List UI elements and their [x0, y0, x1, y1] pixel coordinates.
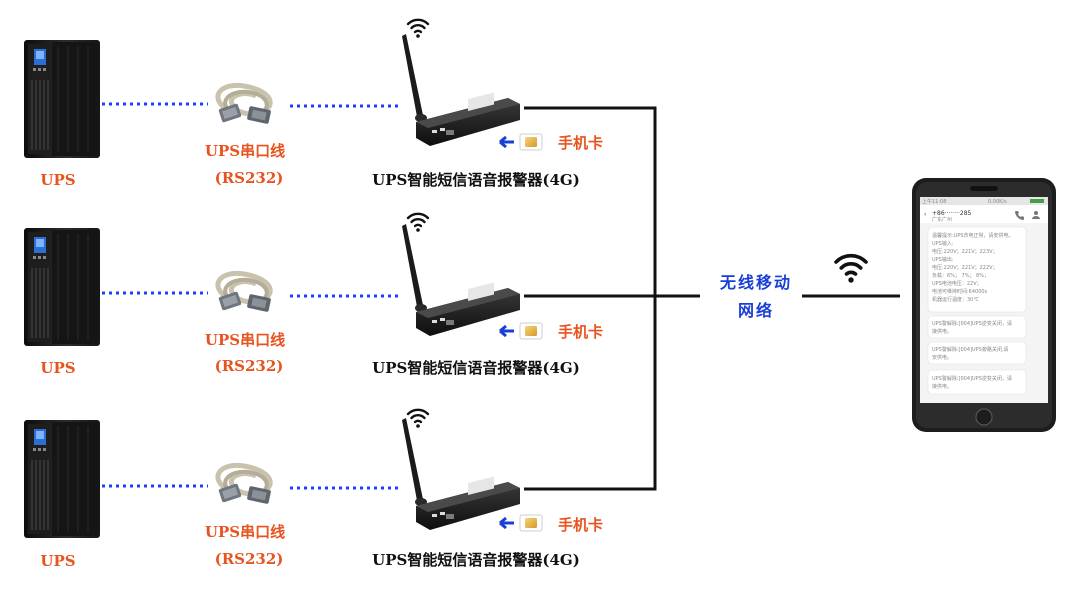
- serial-cable-3: [218, 465, 271, 504]
- cable-label-1: UPS串口线: [205, 142, 285, 160]
- sms-bubble-4: UPS警解除:[004]UPS逆变关闭，请 接供电。: [927, 369, 1027, 395]
- sms-3-line-2: 安供电。: [932, 354, 952, 361]
- row-3: UPS UPS串口线 (RS232) 手机卡 UPS智能短信语音报警器(4G): [23, 408, 603, 570]
- trunk-wire: [524, 106, 657, 491]
- mobile-phone: 上午11:08 0.00K/s ‹ +86········285 广东广州 温馨…: [912, 178, 1056, 432]
- insert-arrow-icon-3: [499, 516, 514, 530]
- sim-card-icon-3: [519, 514, 543, 532]
- wifi-icon-device-2: [406, 212, 430, 234]
- wifi-icon-network: [834, 253, 868, 285]
- home-button[interactable]: [975, 408, 993, 426]
- sim-card-icon-1: [519, 133, 543, 151]
- phone-status-right: 0.00K/s: [988, 199, 1007, 205]
- device-label-2: UPS智能短信语音报警器(4G): [372, 359, 580, 377]
- sms-bubble-3: UPS警解除:[004]UPS旁路关闭,请 安供电。: [927, 341, 1027, 365]
- sms-1-line-1: 温馨提示:UPS市电正常，请安供电。: [932, 232, 1014, 239]
- sms-4-line-2: 接供电。: [932, 383, 952, 390]
- sms-2-line-1: UPS警解除:[004]UPS逆变关闭，请: [932, 320, 1012, 327]
- ups-unit-1: [23, 39, 101, 159]
- sms-1-line-7: UPS电池电压：22V；: [932, 280, 982, 287]
- row-2: UPS UPS串口线 (RS232) 手机卡 UPS智能短信语音报警器(4G): [23, 212, 603, 377]
- device-label-1: UPS智能短信语音报警器(4G): [372, 171, 580, 189]
- alarm-device-2: [402, 224, 520, 336]
- call-icon[interactable]: [1015, 211, 1024, 220]
- alarm-device-3: [402, 418, 520, 530]
- contact-number: +86········285: [932, 210, 972, 217]
- sms-4-line-1: UPS警解除:[004]UPS逆变关闭，请: [932, 375, 1012, 382]
- wifi-icon-device-1: [406, 18, 430, 39]
- sms-1-line-6: 负载：6%； 7%； 8%；: [932, 272, 989, 279]
- sim-card-icon-2: [519, 322, 543, 340]
- cable-sub-label-3: (RS232): [215, 550, 284, 568]
- serial-cable-2: [218, 273, 271, 312]
- wifi-icon-device-3: [406, 408, 430, 429]
- ups-label-2: UPS: [40, 359, 75, 377]
- sms-1-line-8: 电池可维持时间:64000s: [932, 288, 988, 295]
- device-label-3: UPS智能短信语音报警器(4G): [372, 551, 580, 569]
- ups-unit-3: [23, 419, 101, 539]
- sms-2-line-2: 接供电。: [932, 328, 952, 335]
- back-icon[interactable]: ‹: [924, 211, 926, 218]
- ups-unit-2: [23, 227, 101, 347]
- cable-sub-label-1: (RS232): [215, 169, 284, 187]
- network-label-line1: 无线移动: [719, 273, 792, 292]
- contact-icon[interactable]: [1034, 211, 1038, 215]
- sms-1-line-3: 电压:220V；221V；223V；: [932, 248, 998, 255]
- contact-location: 广东广州: [932, 216, 952, 223]
- sms-1-line-2: UPS输入:: [932, 240, 954, 247]
- ups-label-3: UPS: [40, 552, 75, 570]
- phone-status-time: 上午11:08: [922, 198, 946, 205]
- sms-1-line-5: 电压:220V；221V；222V；: [932, 264, 998, 271]
- insert-arrow-icon-2: [499, 324, 514, 338]
- alarm-device-1: [402, 34, 520, 146]
- network-wiring: [524, 106, 900, 491]
- serial-cable-1: [218, 85, 271, 124]
- sms-bubble-2: UPS警解除:[004]UPS逆变关闭，请 接供电。: [927, 315, 1027, 339]
- cable-label-2: UPS串口线: [205, 331, 285, 349]
- network-label-line2: 网络: [738, 301, 774, 320]
- sim-label-1: 手机卡: [558, 134, 603, 152]
- ups-label-1: UPS: [40, 171, 75, 189]
- cable-sub-label-2: (RS232): [215, 357, 284, 375]
- insert-arrow-icon-1: [499, 135, 514, 149]
- sim-label-2: 手机卡: [558, 323, 603, 341]
- cable-label-3: UPS串口线: [205, 523, 285, 541]
- row-1: UPS UPS串口线 (RS232) 手机卡 UPS智能短信语音报警器(4G): [23, 18, 603, 189]
- sms-1-line-4: UPS输出:: [932, 256, 954, 263]
- sms-bubble-1: 温馨提示:UPS市电正常，请安供电。 UPS输入: 电压:220V；221V；2…: [927, 226, 1027, 313]
- sms-3-line-1: UPS警解除:[004]UPS旁路关闭,请: [932, 346, 1008, 353]
- sms-1-line-9: 机器运行温度：30℃: [932, 296, 979, 303]
- sim-label-3: 手机卡: [558, 516, 603, 534]
